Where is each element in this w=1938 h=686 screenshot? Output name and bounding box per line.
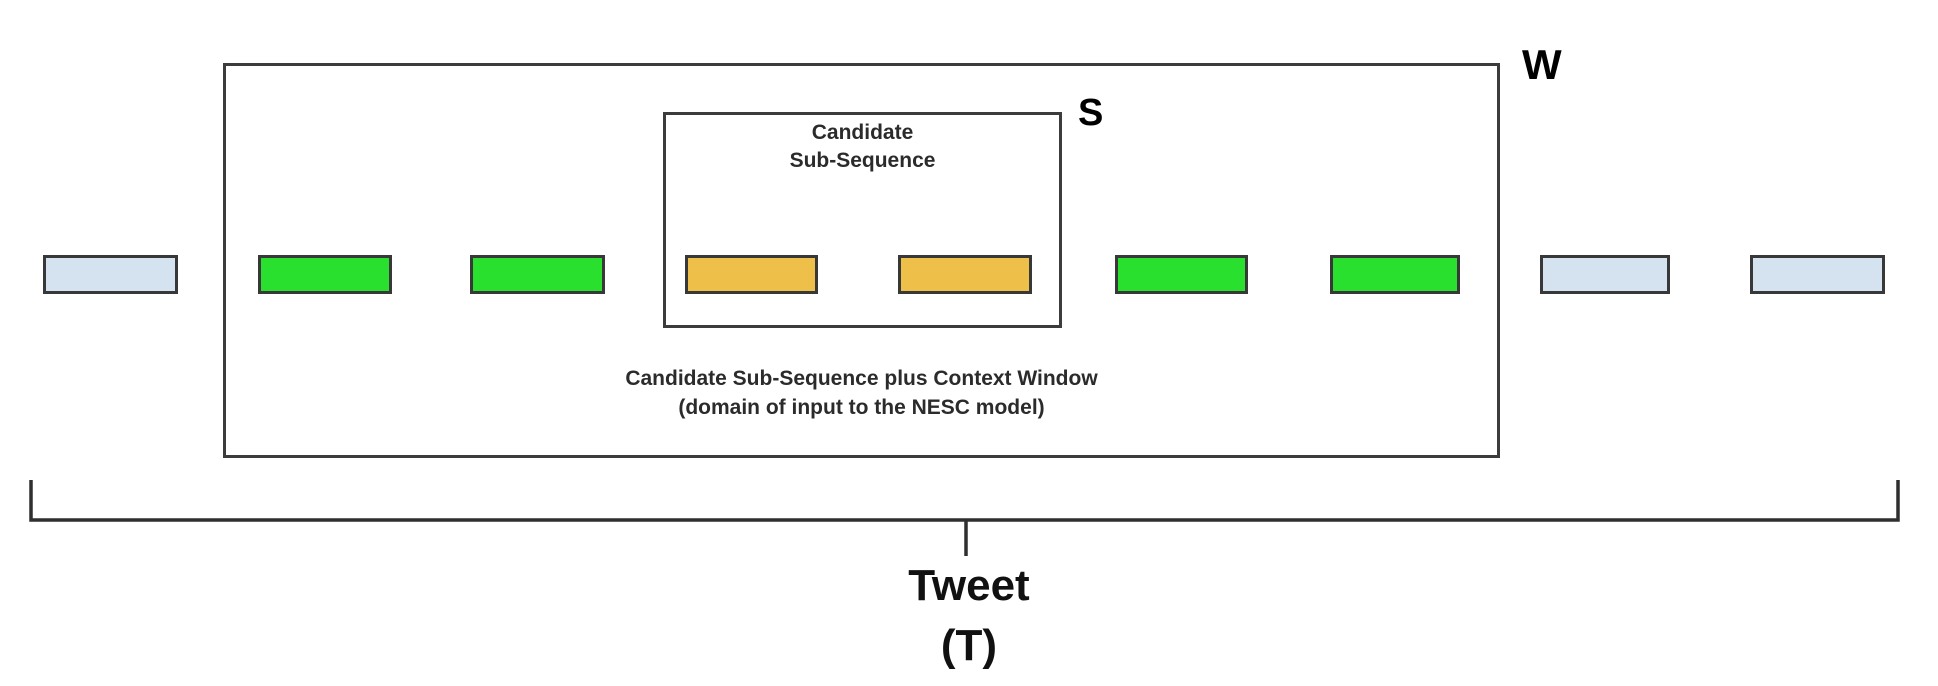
tweet-label-line2: (T) xyxy=(940,620,998,670)
candidate-subsequence-tag-label: S xyxy=(1078,92,1104,134)
candidate-subsequence-caption-line2: Sub-Sequence xyxy=(789,148,936,172)
token-block-8 xyxy=(1540,255,1670,294)
candidate-subsequence-box xyxy=(663,112,1062,328)
brace-outline-path xyxy=(29,480,1900,522)
candidate-subsequence-caption-line1: Candidate xyxy=(811,121,914,144)
context-window-box xyxy=(223,63,1500,458)
context-window-caption: Candidate Sub-Sequence plus Context Wind… xyxy=(223,365,1500,423)
tweet-label-line1: Tweet xyxy=(908,561,1030,610)
context-window-caption-line1: Candidate Sub-Sequence plus Context Wind… xyxy=(625,367,1098,390)
token-block-9 xyxy=(1750,255,1885,294)
brace-svg xyxy=(29,480,1900,556)
candidate-subsequence-caption: Candidate Sub-Sequence xyxy=(663,112,1062,174)
token-block-6 xyxy=(1115,255,1248,294)
token-block-1 xyxy=(43,255,178,294)
token-block-4 xyxy=(685,255,818,294)
token-block-5 xyxy=(898,255,1032,294)
context-window-tag-label: W xyxy=(1522,41,1562,88)
tweet-label: Tweet (T) xyxy=(0,556,1938,676)
token-block-7 xyxy=(1330,255,1460,294)
token-block-2 xyxy=(258,255,392,294)
context-window-caption-line2: (domain of input to the NESC model) xyxy=(678,395,1045,419)
tweet-span-brace xyxy=(0,470,1938,570)
token-block-3 xyxy=(470,255,605,294)
